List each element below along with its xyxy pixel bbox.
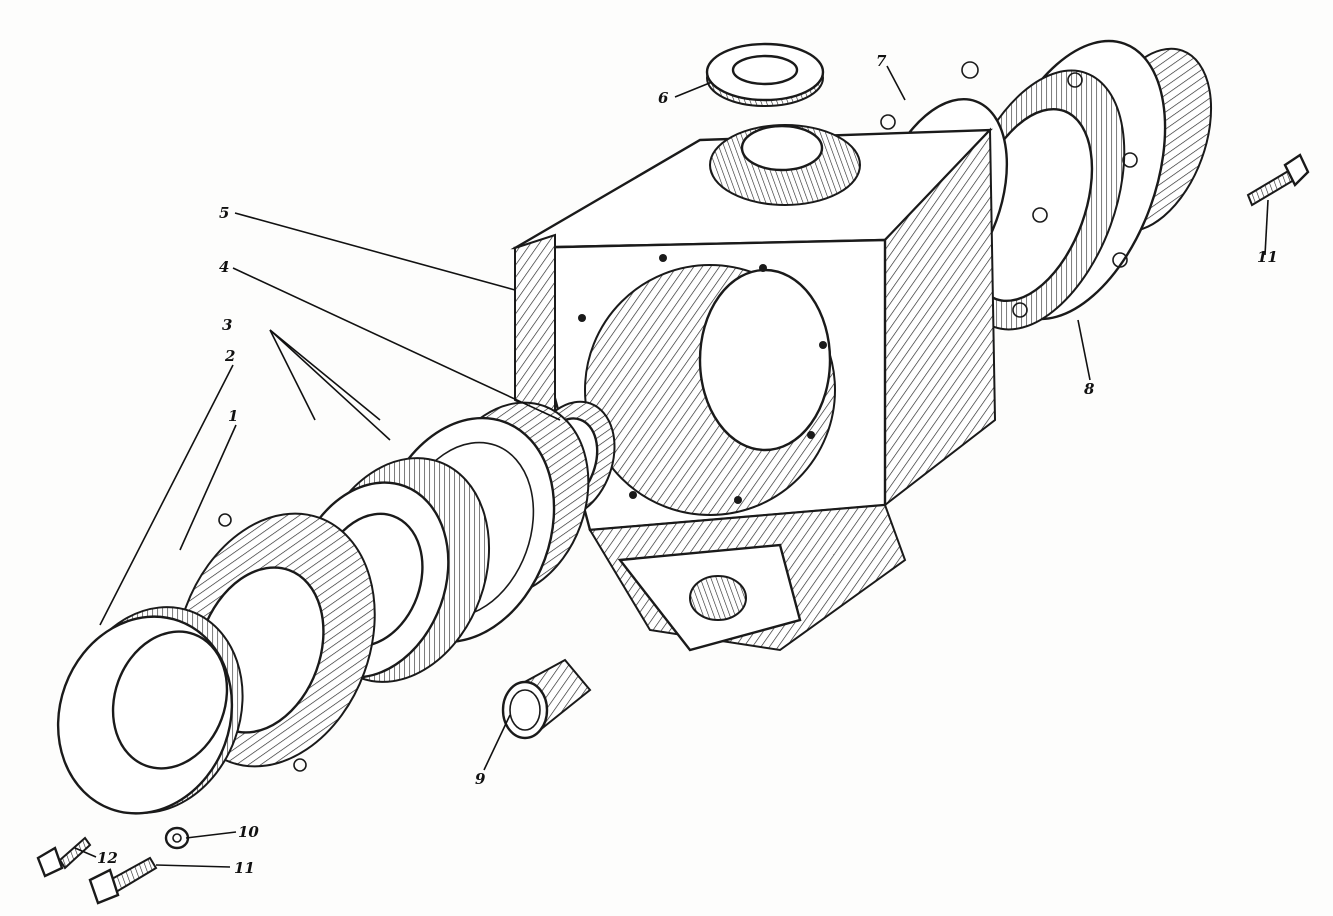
housing-part-5 xyxy=(510,124,997,652)
label-part-9: 9 xyxy=(475,770,486,788)
washer-part-6 xyxy=(705,42,825,107)
leader-lines xyxy=(74,65,1269,868)
bolt-part-12 xyxy=(36,836,92,878)
bolt-part-11-upper xyxy=(1246,153,1310,207)
label-part-1: 1 xyxy=(228,407,238,425)
label-part-8: 8 xyxy=(1084,380,1095,398)
bushing-part-9 xyxy=(501,658,592,740)
label-part-3: 3 xyxy=(222,316,232,334)
nut-part-10 xyxy=(164,826,190,850)
front-cover-part-1 xyxy=(56,606,244,815)
bolt-part-11-lower xyxy=(88,856,158,905)
label-part-5: 5 xyxy=(219,204,229,222)
label-part-11-lower: 11 xyxy=(234,859,255,877)
label-part-12: 12 xyxy=(97,849,118,867)
label-part-4: 4 xyxy=(219,258,229,276)
label-part-11-upper: 11 xyxy=(1257,248,1278,266)
label-part-2: 2 xyxy=(224,347,235,365)
label-part-6: 6 xyxy=(658,89,669,107)
label-part-10: 10 xyxy=(238,823,259,841)
label-part-7: 7 xyxy=(876,52,887,70)
